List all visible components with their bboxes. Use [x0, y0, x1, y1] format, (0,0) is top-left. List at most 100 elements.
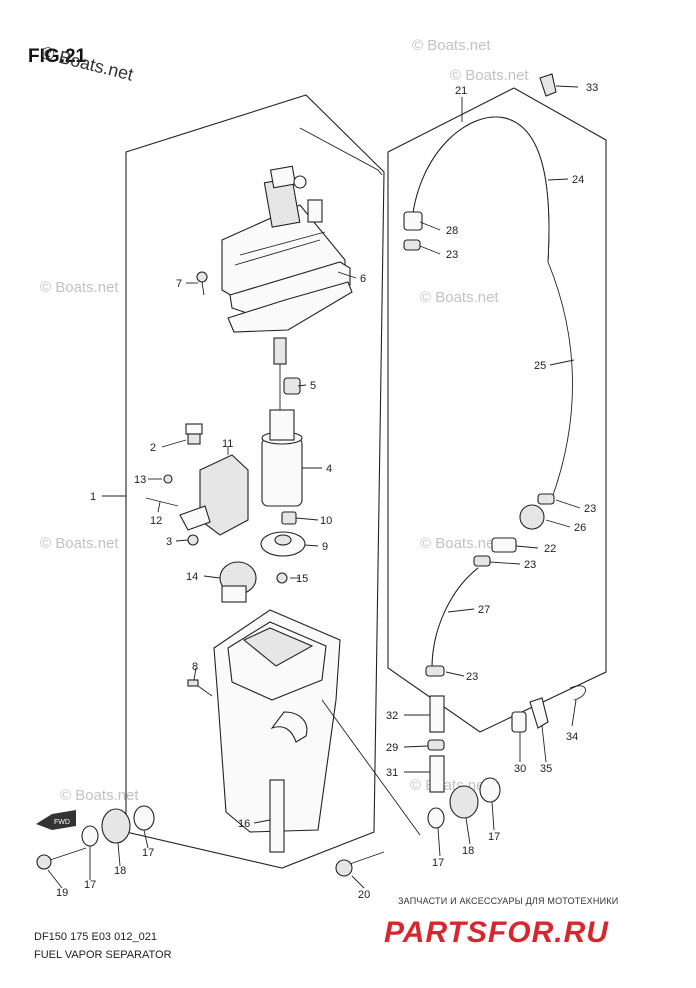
callout: 23: [466, 671, 478, 683]
cap-30: [511, 711, 527, 733]
callout: 27: [478, 604, 490, 616]
callout: 35: [540, 763, 552, 775]
callout: 12: [150, 515, 162, 527]
svg-text:FWD: FWD: [54, 819, 70, 826]
leader-lines: [47, 85, 581, 889]
seal-10: [281, 511, 297, 525]
figure-name: FUEL VAPOR SEPARATOR: [34, 949, 172, 961]
clamp-23: [425, 665, 445, 677]
callout: 31: [386, 767, 398, 779]
callout: 17: [84, 879, 96, 891]
hose-25: [547, 261, 573, 499]
callout: 22: [544, 543, 556, 555]
callout: 4: [326, 463, 332, 475]
callout: 6: [360, 273, 366, 285]
hose-end-28: [403, 211, 423, 231]
filter-26: [519, 504, 545, 530]
fitting-2: [185, 423, 203, 445]
hose-27: [431, 567, 479, 669]
callout: 2: [150, 442, 156, 454]
callout: 20: [358, 889, 370, 901]
callout: 8: [192, 661, 198, 673]
screw-15: [276, 572, 288, 584]
watermark: © Boats.net: [40, 279, 119, 296]
tube-31: [429, 755, 445, 793]
screw-7: [196, 271, 208, 296]
callout: 9: [322, 541, 328, 553]
callout: 5: [310, 380, 316, 392]
fwd-arrow-icon: FWD: [36, 810, 76, 830]
figure-title: FIG.21: [28, 46, 87, 67]
callout: 17: [432, 857, 444, 869]
callout: 32: [386, 710, 398, 722]
callout: 29: [386, 742, 398, 754]
callout: 3: [166, 536, 172, 548]
bolt-20: [335, 851, 385, 877]
callout: 19: [56, 887, 68, 899]
callout: 18: [114, 865, 126, 877]
watermark: © Boats.net: [410, 777, 489, 794]
callout: 10: [320, 515, 332, 527]
callout: 18: [462, 845, 474, 857]
check-valve-22: [491, 537, 517, 553]
tube-16: [269, 779, 285, 853]
grommet-5: [283, 377, 301, 395]
clamp-23: [537, 493, 555, 505]
band-34: [569, 685, 586, 701]
callout: 25: [534, 360, 546, 372]
frame-leader: [299, 127, 383, 176]
plate-9: [260, 531, 306, 557]
brand-subtitle: ЗАПЧАСТИ И АКСЕССУАРЫ ДЛЯ МОТОТЕХНИКИ: [398, 896, 618, 906]
callout: 13: [134, 474, 146, 486]
callout: 30: [514, 763, 526, 775]
watermark-overlay: © Boats.net: [39, 42, 135, 84]
clamp-23: [473, 555, 491, 567]
clip-33: [539, 73, 557, 97]
callout: 7: [176, 278, 182, 290]
callout: 34: [566, 731, 578, 743]
callout: 23: [524, 559, 536, 571]
screw-13: [163, 474, 173, 484]
tube-32: [429, 695, 445, 733]
watermark: © Boats.net: [60, 787, 139, 804]
callout: 17: [488, 831, 500, 843]
callout: 16: [238, 818, 250, 830]
mount-right: [427, 777, 501, 829]
separator-tank: [213, 609, 341, 833]
callout: 24: [572, 174, 584, 186]
cover-gasket: [227, 281, 353, 333]
clamp-29: [427, 739, 445, 751]
callout: 33: [586, 82, 598, 94]
watermark: © Boats.net: [420, 535, 499, 552]
callout: 15: [296, 573, 308, 585]
bracket-35: [529, 697, 549, 729]
callout-labels: 33 21 24 28 23 25 23 26 22 23 27 23 32 3…: [56, 82, 598, 901]
regulator-14: [219, 561, 257, 603]
brand-logo: PARTSFOR.RU: [384, 916, 609, 949]
pin-12: [145, 497, 179, 507]
hose-24: [411, 116, 550, 263]
watermark: © Boats.net: [412, 37, 491, 54]
callout: 26: [574, 522, 586, 534]
callout: 1: [90, 491, 96, 503]
watermark: © Boats.net: [420, 289, 499, 306]
figure-code: DF150 175 E03 012_021: [34, 931, 157, 943]
callout: 17: [142, 847, 154, 859]
callout: 21: [455, 85, 467, 97]
screw-8: [187, 679, 213, 697]
right-hose-frame: [387, 87, 607, 733]
callout: 23: [584, 503, 596, 515]
callout: 11: [222, 438, 233, 450]
fuel-pump: [261, 337, 303, 507]
separator-cover: [221, 165, 351, 321]
screw-3: [187, 534, 199, 546]
watermark: © Boats.net: [40, 535, 119, 552]
watermark: © Boats.net: [450, 67, 529, 84]
pump-holder: [179, 454, 249, 536]
callout: 23: [446, 249, 458, 261]
callout: 28: [446, 225, 458, 237]
callout: 14: [186, 571, 198, 583]
mount-left: [36, 805, 155, 870]
clamp-23: [403, 239, 421, 251]
